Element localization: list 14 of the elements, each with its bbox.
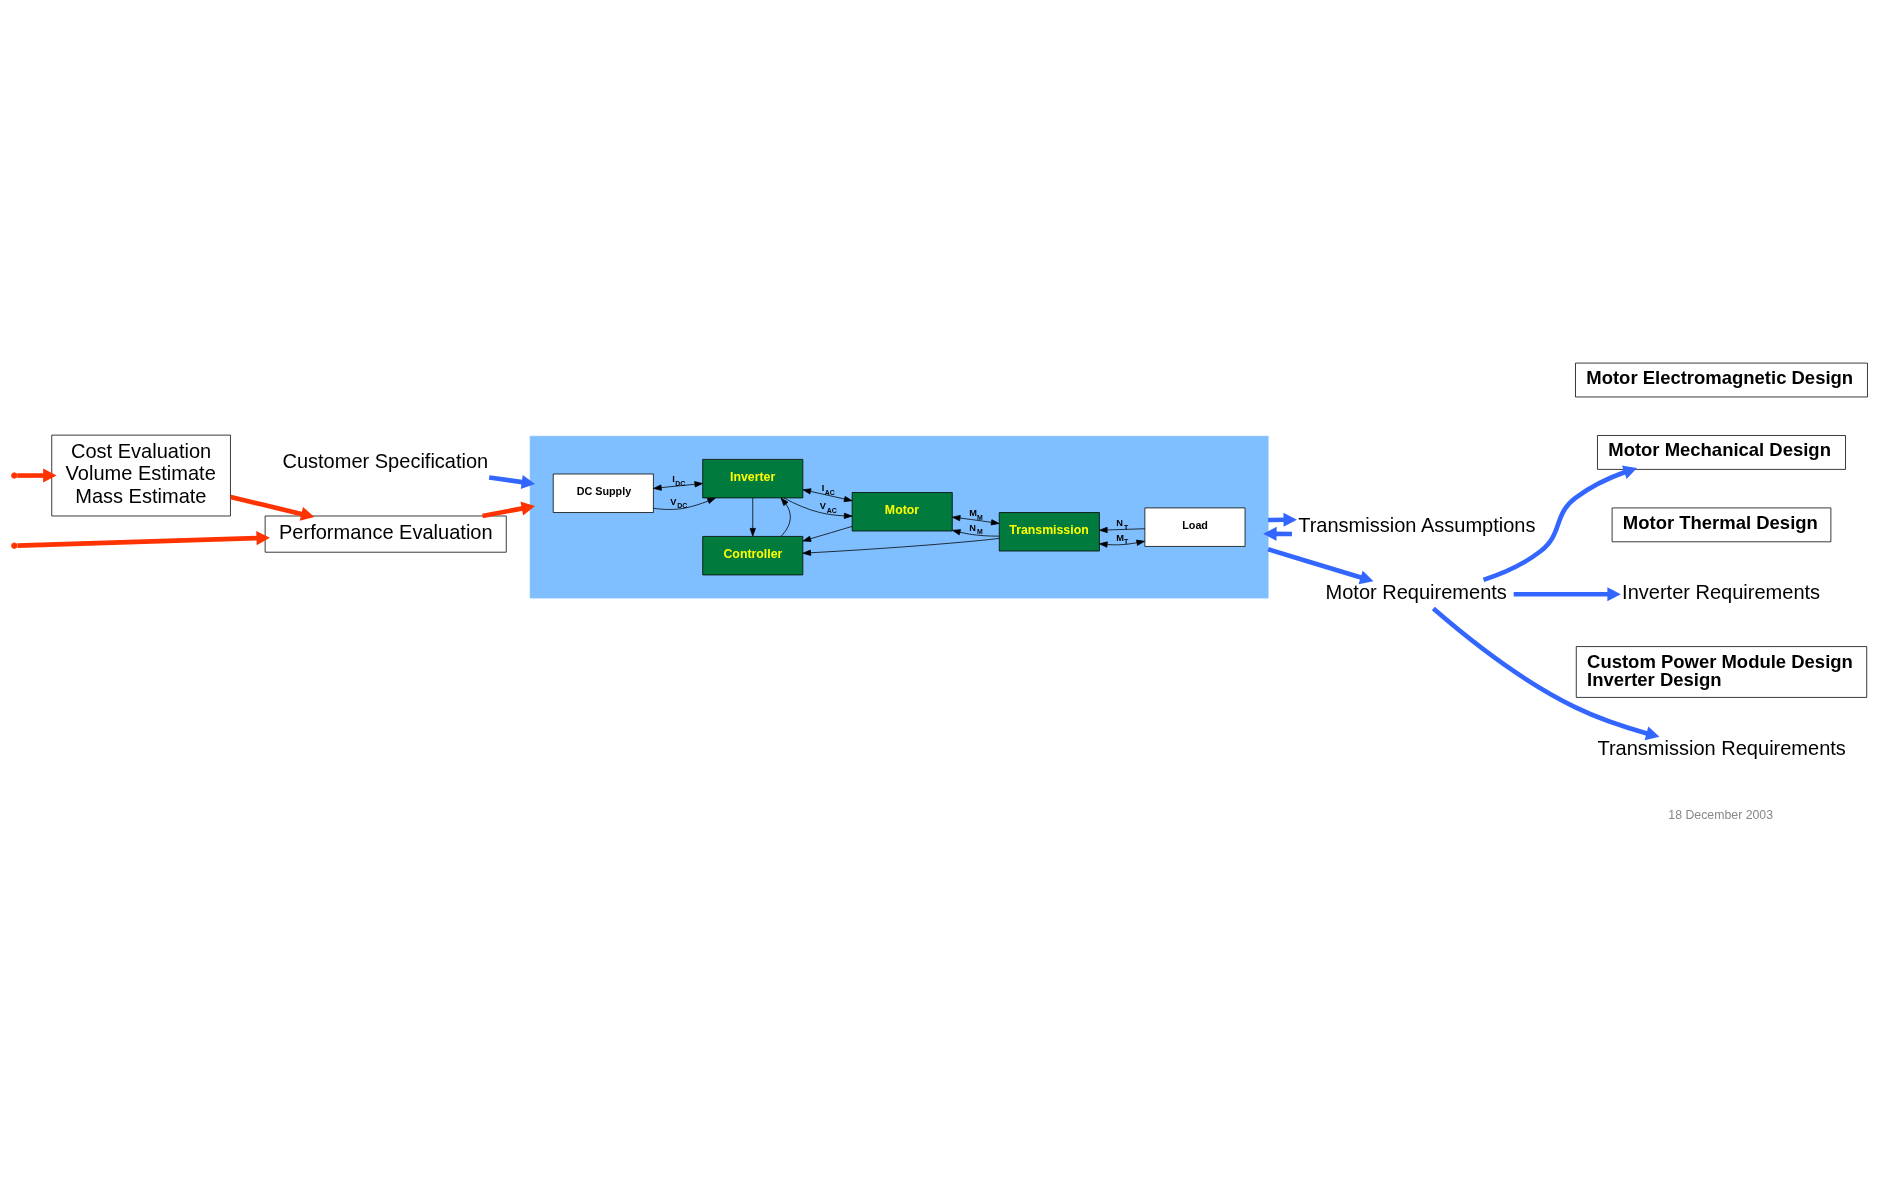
edge-label: N$_{M}$ [969, 522, 983, 536]
edge-label: V$_{DC}$ [670, 496, 688, 510]
node-text: Transmission Requirements [1597, 736, 1846, 759]
edge-label: N$_{T}$ [1116, 518, 1129, 531]
edge-label: I$_{AC}$ [821, 483, 835, 496]
node-text: Transmission Assumptions [1298, 514, 1536, 537]
edge-label: I$_{DC}$ [672, 474, 686, 487]
label: 18 December 2003 [1668, 807, 1774, 822]
node-text: Customer Specification [282, 450, 489, 473]
edge-label: M$_{M}$ [969, 508, 983, 521]
node-text: Inverter Requirements [1622, 581, 1821, 604]
edge-label: V$_{AC}$ [819, 501, 837, 514]
node-text: Motor Requirements [1325, 581, 1507, 604]
edge-label: M$_{T}$ [1116, 532, 1129, 546]
